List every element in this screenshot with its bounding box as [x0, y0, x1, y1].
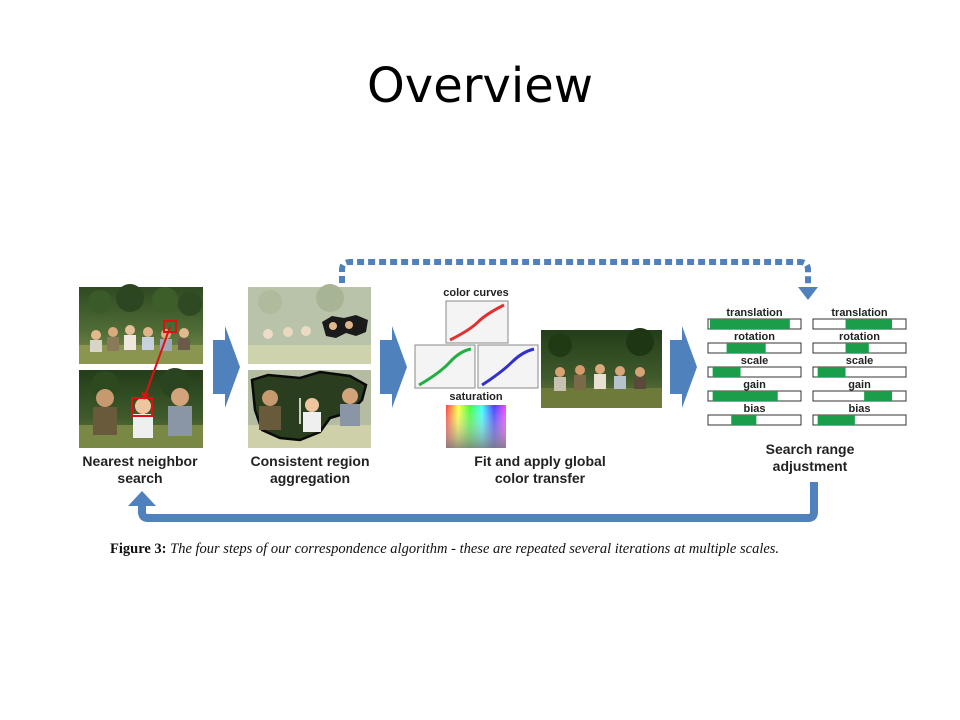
color-curves-label: color curves — [443, 287, 509, 299]
step-arrow-3 — [670, 326, 697, 408]
right-bar-track-gain — [812, 390, 907, 402]
consistent-region-top — [322, 315, 368, 338]
loop-arrow — [138, 482, 818, 522]
match-arrow — [144, 326, 171, 397]
left-bar-label-scale: scale — [741, 355, 769, 367]
figure-caption: Figure 3: The four steps of our correspo… — [110, 541, 890, 558]
left-bar-label-rotation: rotation — [734, 331, 775, 343]
right-bar-label-translation: translation — [831, 307, 888, 319]
color-transferred-photo — [541, 328, 662, 408]
left-bar-track-scale — [707, 366, 802, 378]
step-search-range-label: Search range adjustment — [765, 441, 855, 474]
right-bar-label-rotation: rotation — [839, 331, 880, 343]
iterate-dashed-arrow — [339, 259, 811, 287]
right-bar-fill-gain — [864, 391, 893, 401]
aggregation-top-photo — [248, 284, 371, 364]
right-bar-label-scale: scale — [846, 355, 874, 367]
left-bar-fill-gain — [712, 391, 778, 401]
right-bar-label-gain: gain — [848, 379, 871, 391]
right-bar-track-bias — [812, 414, 907, 426]
right-bar-fill-rotation — [845, 343, 869, 353]
range-bars-right: translation rotation scale gain bias — [812, 307, 907, 426]
loop-arrow-head — [128, 491, 156, 506]
color-curves-blue — [477, 344, 539, 389]
right-bar-track-scale — [812, 366, 907, 378]
range-bars-left: translation rotation scale gain bias — [707, 307, 802, 426]
left-bar-label-translation: translation — [726, 307, 783, 319]
left-bar-fill-translation — [709, 319, 790, 329]
step-nearest-neighbor-label: Nearest neighbor search — [82, 453, 198, 486]
saturation-swatch — [446, 405, 506, 448]
right-bar-fill-scale — [817, 367, 846, 377]
match-box-source — [131, 397, 153, 417]
color-curves-green — [414, 344, 476, 389]
left-bar-label-bias: bias — [743, 403, 765, 415]
color-curves-red — [445, 300, 509, 344]
step-color-transfer-label: Fit and apply global color transfer — [474, 453, 606, 486]
reference-photo — [79, 284, 203, 364]
figure-number: Figure 3: — [110, 541, 167, 557]
saturation-label: saturation — [449, 391, 503, 403]
left-bar-fill-bias — [731, 415, 757, 425]
right-bar-fill-translation — [845, 319, 893, 329]
match-box-reference — [163, 320, 177, 333]
caption-text: The four steps of our correspondence alg… — [166, 541, 780, 557]
left-bar-fill-rotation — [726, 343, 766, 353]
slide-title: Overview — [367, 58, 593, 114]
aggregation-bottom-photo — [248, 370, 371, 448]
right-bar-label-bias: bias — [848, 403, 870, 415]
step-arrow-2 — [380, 326, 407, 408]
source-photo — [79, 326, 203, 448]
left-bar-fill-scale — [712, 367, 741, 377]
right-bar-fill-bias — [817, 415, 855, 425]
step-region-aggregation-label: Consistent region aggregation — [250, 453, 370, 486]
left-bar-label-gain: gain — [743, 379, 766, 391]
dashed-arrow-head — [798, 287, 818, 300]
step-arrow-1 — [213, 326, 240, 408]
